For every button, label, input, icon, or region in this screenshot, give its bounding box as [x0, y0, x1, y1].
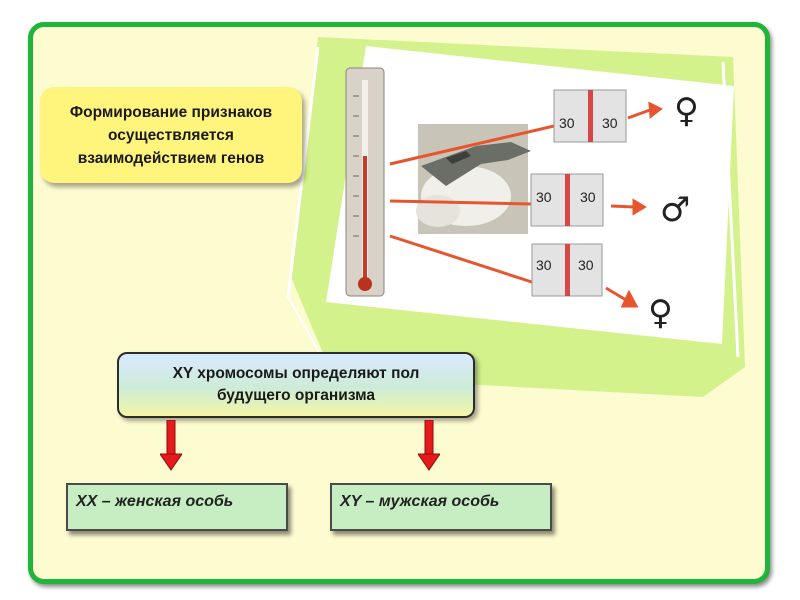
female-result-text: XX – женская особь	[76, 493, 234, 510]
female-symbol-icon: ♀	[674, 91, 699, 131]
genes-callout-text: Формирование признаков осуществляется вз…	[69, 103, 273, 167]
thermometer-image	[345, 67, 385, 297]
thermometer-panel-1: 30 30	[553, 89, 627, 143]
male-symbol-icon: ♂	[660, 190, 690, 230]
arrow-down-left-icon	[160, 420, 182, 471]
male-result-box: XY – мужская особь	[330, 483, 552, 531]
xy-chromosome-text: XY хромосомы определяют пол будущего орг…	[172, 365, 420, 404]
crocodile-egg-image	[416, 124, 531, 234]
xy-chromosome-box: XY хромосомы определяют пол будущего орг…	[117, 352, 475, 418]
thermo-label-2a: 30	[536, 189, 552, 205]
thermometer-panel-3: 30 30	[531, 243, 603, 297]
thermo-label-3b: 30	[578, 257, 594, 273]
thermo-label-1a: 30	[559, 115, 575, 131]
temperature-sex-photo: 30 30 30 30 30 30 ♀ ♂ ♀	[326, 46, 734, 344]
thermo-label-3a: 30	[536, 257, 552, 273]
thermo-label-2b: 30	[580, 189, 596, 205]
thermometer-panel-2: 30 30	[530, 173, 604, 227]
arrow-down-right-icon	[418, 420, 440, 471]
female-symbol-icon-2: ♀	[648, 293, 673, 333]
female-result-box: XX – женская особь	[66, 483, 288, 531]
thermo-label-1b: 30	[602, 115, 618, 131]
thermometer-arrows	[389, 101, 663, 308]
male-result-text: XY – мужская особь	[340, 493, 500, 510]
genes-callout: Формирование признаков осуществляется вз…	[40, 87, 302, 183]
